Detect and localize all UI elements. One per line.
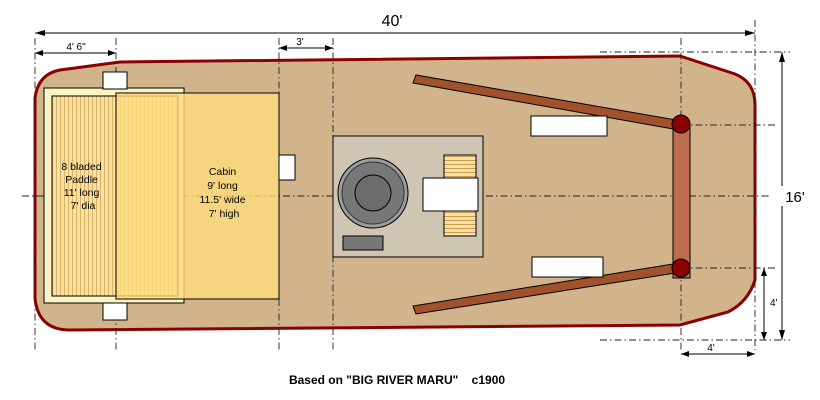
paddle-line-3: 11' long bbox=[64, 187, 100, 199]
arrow-gap-left bbox=[279, 45, 287, 51]
arrow-gap-right bbox=[325, 45, 333, 51]
post-upper bbox=[671, 114, 691, 134]
arrow-paddle-right bbox=[108, 50, 116, 56]
dim-gap-label: 3' bbox=[296, 37, 304, 48]
firebox bbox=[342, 235, 384, 251]
paddle-line-4: 7' dia bbox=[71, 200, 96, 212]
arrow-stern-v-top bbox=[761, 268, 767, 276]
cabin-line-4: 7' high bbox=[209, 208, 240, 220]
engine-shaft bbox=[422, 177, 479, 212]
arrow-stern-v-bottom bbox=[761, 332, 767, 340]
dim-width-label: 16' bbox=[785, 189, 805, 206]
paddle-line-1: 8 bladed bbox=[61, 161, 101, 173]
arrow-length-left bbox=[35, 30, 45, 36]
dim-length-label: 40' bbox=[382, 13, 403, 30]
post-lower bbox=[671, 258, 691, 278]
arrow-length-right bbox=[745, 30, 755, 36]
dim-width-label-bg bbox=[775, 186, 800, 206]
cabin bbox=[115, 92, 280, 300]
arrow-stern-h-left bbox=[681, 351, 689, 357]
cabin-line-3: 11.5' wide bbox=[199, 194, 245, 206]
deck-block-lower bbox=[531, 256, 604, 278]
dim-paddle-label: 4' 6" bbox=[66, 42, 86, 53]
cabin-line-2: 9' long bbox=[207, 180, 238, 192]
svg-text:Cabin 9' long 11.5' wi: Cabin 9' long 11.5' wide 7' high bbox=[199, 166, 248, 220]
svg-text:8 bladed Paddle 11' lo: 8 bladed Paddle 11' long 7' dia bbox=[61, 161, 104, 212]
cabin-line-1: Cabin bbox=[209, 166, 237, 178]
paddle-line-2: Paddle bbox=[65, 174, 98, 186]
dim-stern-h-label: 4' bbox=[707, 343, 715, 354]
arrow-width-top bbox=[779, 52, 785, 62]
caption: Based on "BIG RIVER MARU" c1900 bbox=[289, 373, 505, 387]
arrow-width-bottom bbox=[779, 330, 785, 340]
engine-block-bottom bbox=[443, 210, 477, 237]
arrow-stern-h-right bbox=[747, 351, 755, 357]
engine-block-top bbox=[443, 154, 477, 179]
arrow-paddle-left bbox=[35, 50, 43, 56]
boiler-inner bbox=[354, 174, 392, 212]
deck-block-upper bbox=[530, 115, 608, 137]
cabin-door bbox=[278, 154, 296, 181]
dim-stern-v-label: 4' bbox=[770, 298, 778, 309]
paddle-top-mount bbox=[102, 71, 128, 90]
paddle-bottom-mount bbox=[102, 302, 128, 321]
stern-crossbar bbox=[672, 124, 691, 279]
